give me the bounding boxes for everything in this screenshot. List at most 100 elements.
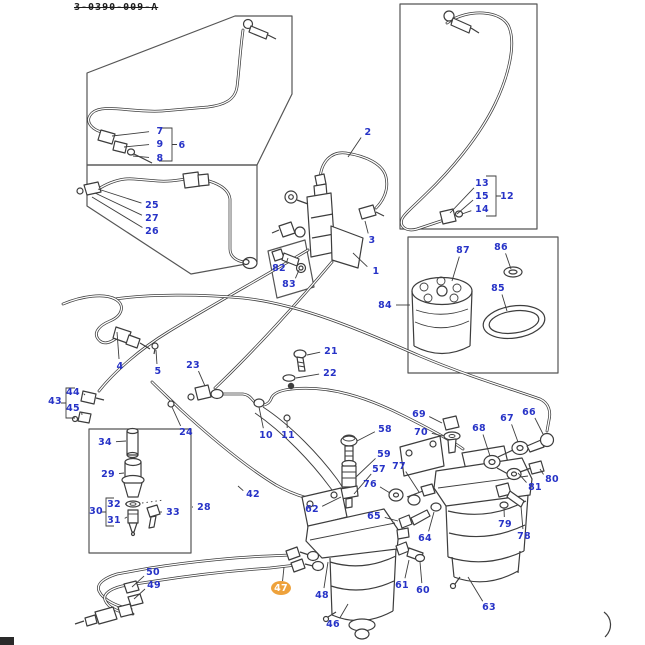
part-callout-78[interactable]: 78 — [517, 531, 531, 542]
leader-line-5 — [155, 349, 158, 365]
part-callout-21[interactable]: 21 — [324, 346, 338, 357]
right-fuel-filter-assembly — [388, 415, 555, 590]
part-callout-27[interactable]: 27 — [145, 213, 159, 224]
leader-line-67 — [511, 424, 519, 443]
part-callout-87[interactable]: 87 — [456, 245, 470, 256]
leader-line-22 — [295, 373, 320, 379]
part-callout-57[interactable]: 57 — [372, 464, 386, 475]
banjo-fittings-44-45 — [71, 390, 105, 424]
leader-line-10 — [258, 406, 264, 429]
leader-line-23 — [198, 370, 206, 387]
part-callout-28[interactable]: 28 — [197, 502, 211, 513]
part-callout-30[interactable]: 30 — [89, 506, 103, 517]
part-callout-77[interactable]: 77 — [392, 461, 406, 472]
part-callout-67[interactable]: 67 — [500, 413, 514, 424]
part-callout-15[interactable]: 15 — [475, 191, 489, 202]
leader-line-66 — [534, 417, 544, 435]
leader-line-8 — [132, 155, 150, 158]
part-callout-43[interactable]: 43 — [48, 396, 62, 407]
leader-line-64 — [428, 511, 435, 532]
part-callout-13[interactable]: 13 — [475, 178, 489, 189]
filter-element-box — [407, 236, 559, 374]
part-callout-63[interactable]: 63 — [482, 602, 496, 613]
part-callout-26[interactable]: 26 — [145, 226, 159, 237]
part-callout-68[interactable]: 68 — [472, 423, 486, 434]
part-callout-6[interactable]: 6 — [179, 140, 186, 151]
part-callout-62[interactable]: 62 — [305, 504, 319, 515]
part-callout-42[interactable]: 42 — [246, 489, 260, 500]
leader-line-31 — [124, 516, 128, 519]
part-callout-84[interactable]: 84 — [378, 300, 392, 311]
part-callout-48[interactable]: 48 — [315, 590, 329, 601]
part-callout-10[interactable]: 10 — [259, 430, 273, 441]
part-callout-32[interactable]: 32 — [107, 499, 121, 510]
diagram-artwork — [0, 3, 612, 645]
part-callout-25[interactable]: 25 — [145, 200, 159, 211]
leader-line-48 — [323, 561, 329, 589]
leader-line-15 — [456, 199, 474, 215]
part-callout-66[interactable]: 66 — [522, 407, 536, 418]
fuel-pipe-kit-box — [86, 164, 258, 275]
highlight-ellipse-47[interactable] — [271, 581, 291, 595]
part-callout-61[interactable]: 61 — [395, 580, 409, 591]
part-callout-24[interactable]: 24 — [179, 427, 193, 438]
leader-line-44 — [83, 393, 86, 396]
part-callout-65[interactable]: 65 — [367, 511, 381, 522]
part-callout-2[interactable]: 2 — [365, 127, 372, 138]
leader-line-47 — [282, 566, 285, 582]
part-callout-1[interactable]: 1 — [373, 266, 380, 277]
leader-line-70 — [431, 432, 444, 437]
part-callout-9[interactable]: 9 — [157, 139, 164, 150]
part-callout-59[interactable]: 59 — [377, 449, 391, 460]
part-callout-11[interactable]: 11 — [281, 430, 295, 441]
part-callout-50[interactable]: 50 — [146, 567, 160, 578]
injector-assembly-box — [88, 428, 192, 554]
part-callout-7[interactable]: 7 — [157, 126, 164, 137]
injector-assembly — [121, 427, 165, 537]
part-callout-79[interactable]: 79 — [498, 519, 512, 530]
part-callout-4[interactable]: 4 — [117, 361, 124, 372]
part-callout-33[interactable]: 33 — [166, 507, 180, 518]
leader-line-14 — [461, 210, 472, 215]
part-callout-8[interactable]: 8 — [157, 153, 164, 164]
part-callout-47-highlighted[interactable]: 47 — [274, 583, 288, 594]
part-callout-31[interactable]: 31 — [107, 515, 121, 526]
leader-line-76 — [379, 486, 391, 494]
part-callout-22[interactable]: 22 — [323, 368, 337, 379]
part-callout-83[interactable]: 83 — [282, 279, 296, 290]
lift-pump-assembly — [271, 173, 385, 269]
part-callout-64[interactable]: 64 — [418, 533, 432, 544]
part-callout-60[interactable]: 60 — [416, 585, 430, 596]
part-callout-58[interactable]: 58 — [378, 424, 392, 435]
leader-line-2 — [347, 137, 362, 158]
part-callout-46[interactable]: 46 — [326, 619, 340, 630]
part-callout-3[interactable]: 3 — [369, 235, 376, 246]
leader-line-26 — [91, 196, 143, 228]
bottom-pipe-fittings — [74, 580, 144, 627]
leader-line-13 — [449, 187, 475, 214]
part-callout-86[interactable]: 86 — [494, 242, 508, 253]
part-callout-5[interactable]: 5 — [155, 366, 162, 377]
part-callout-80[interactable]: 80 — [545, 474, 559, 485]
part-callout-34[interactable]: 34 — [98, 437, 112, 448]
part-callout-76[interactable]: 76 — [363, 479, 377, 490]
part-callout-82[interactable]: 82 — [272, 263, 286, 274]
leader-line-49 — [133, 588, 146, 600]
supply-pipe-fittings — [167, 384, 291, 422]
part-callout-81[interactable]: 81 — [528, 482, 542, 493]
part-callout-45[interactable]: 45 — [66, 403, 80, 414]
part-callout-29[interactable]: 29 — [101, 469, 115, 480]
part-callout-12[interactable]: 12 — [500, 191, 514, 202]
part-callout-69[interactable]: 69 — [412, 409, 426, 420]
leader-line-50 — [131, 575, 145, 588]
return-pipe-fittings — [112, 326, 159, 355]
part-callout-49[interactable]: 49 — [147, 580, 161, 591]
part-callout-44[interactable]: 44 — [66, 387, 80, 398]
part-callout-70[interactable]: 70 — [414, 427, 428, 438]
part-callout-14[interactable]: 14 — [475, 204, 489, 215]
part-callout-85[interactable]: 85 — [491, 283, 505, 294]
leader-line-21 — [306, 351, 321, 356]
part-callout-23[interactable]: 23 — [186, 360, 200, 371]
feed-pipe-lower — [254, 412, 341, 504]
leader-line-25 — [97, 188, 142, 204]
